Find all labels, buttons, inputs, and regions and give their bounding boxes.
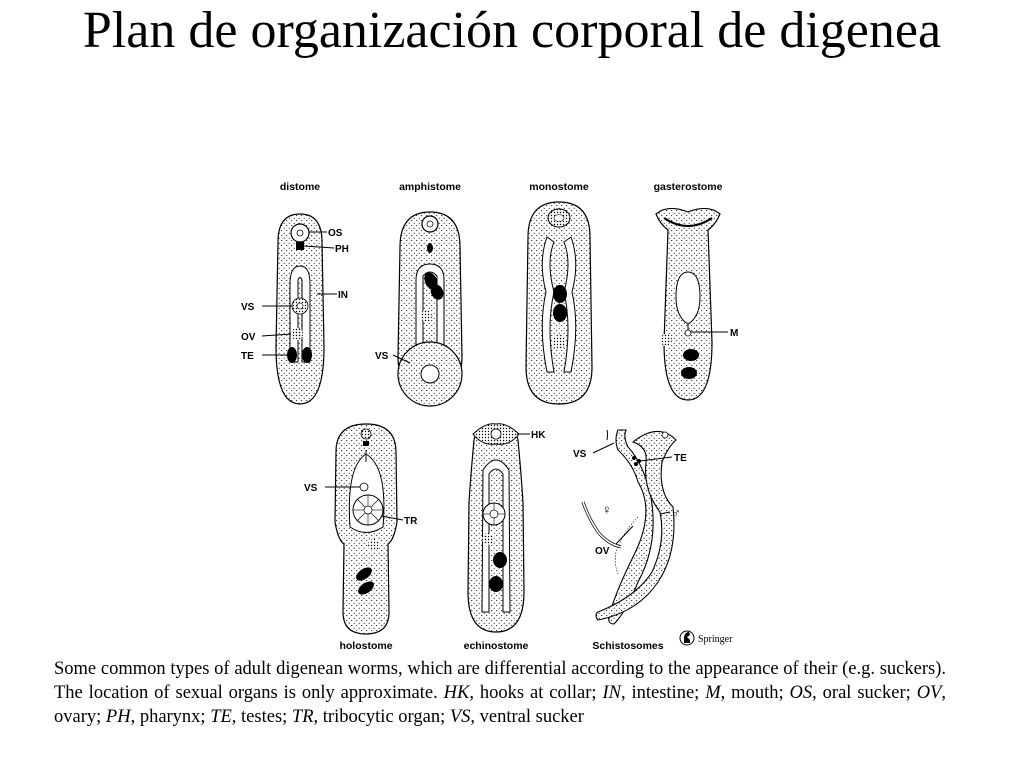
caption-definition: , ventral sucker [470, 707, 584, 727]
schistosome-male [608, 429, 654, 625]
caption-abbr: TR [291, 707, 314, 727]
caption-definition: , tribocytic organ; [313, 707, 450, 727]
echinostome-oral-sucker [490, 428, 502, 440]
distome-title: distome [280, 181, 320, 193]
schistosome-testis [632, 456, 636, 460]
amphistome-title: amphistome [399, 181, 461, 193]
holostome-testis [356, 567, 372, 581]
holostome-ovary [368, 539, 380, 551]
schistosomes-diagram: Schistosomes VS TE ♀ ♂ OV [573, 429, 687, 652]
echinostome-diagram: echinostome HK [464, 423, 546, 652]
page-title: Plan de organización corporal de digenea [82, 2, 942, 59]
distome-testis [287, 347, 297, 363]
schistosome-testis [634, 462, 638, 466]
gasterostome-title: gasterostome [654, 181, 723, 193]
springer-logo: Springer [679, 630, 733, 646]
distome-diagram: distome OS PH IN VS OV TE [241, 181, 349, 405]
label-hk: HK [531, 430, 546, 441]
caption-abbr: HK [443, 683, 470, 703]
echinostome-testis [493, 552, 507, 568]
caption-abbr: IN [602, 683, 621, 703]
caption-definition: , intestine; [620, 683, 706, 703]
male-symbol: ♂ [671, 505, 681, 520]
caption-definition: , hooks at collar; [469, 683, 603, 703]
caption-definition: , ovary; [54, 683, 946, 727]
monostome-testis [553, 285, 567, 303]
holostome-pharynx [363, 441, 369, 446]
monostome-intestine-left [541, 236, 555, 373]
figure-caption: Some common types of adult digenean worm… [54, 657, 946, 729]
monostome-ovary [552, 335, 566, 349]
amphistome-diagram: amphistome VS [375, 181, 463, 407]
echinostome-intestine [481, 459, 511, 613]
gasterostome-mouth [684, 329, 692, 337]
gasterostome-testis [681, 367, 697, 379]
echinostome-testis [489, 576, 503, 592]
gasterostome-testis [683, 349, 699, 361]
caption-abbr: OV [916, 683, 942, 703]
label-in: IN [338, 290, 348, 301]
holostome-diagram: holostome VS TR [304, 423, 418, 652]
label-vs: VS [375, 351, 389, 362]
schistosome-testis [637, 459, 641, 463]
monostome-intestine-right [563, 236, 577, 373]
label-ov: OV [595, 546, 610, 557]
digenea-body-plans-figure: distome OS PH IN VS OV TE amphistome [238, 172, 758, 652]
holostome-title: holostome [339, 640, 392, 652]
caption-abbr: PH [105, 707, 131, 727]
monostome-diagram: monostome [525, 181, 593, 405]
caption-definition: , oral sucker; [812, 683, 917, 703]
holostome-ventral-sucker [359, 482, 369, 492]
distome-ovary [291, 328, 303, 340]
caption-definition: , mouth; [720, 683, 790, 703]
echinostome-ovary [482, 533, 494, 545]
caption-intro: Some common types of adult digenean worm… [54, 659, 946, 703]
caption-abbr: VS [449, 707, 471, 727]
label-vs: VS [304, 483, 318, 494]
monostome-testis [553, 304, 567, 322]
amphistome-testis [430, 284, 444, 300]
caption-definition: , pharynx; [130, 707, 211, 727]
amphistome-pharynx [427, 243, 433, 253]
label-ov: OV [241, 332, 256, 343]
monostome-body [525, 201, 593, 405]
label-vs: VS [573, 449, 587, 460]
distome-pharynx [296, 242, 304, 250]
echinostome-title: echinostome [464, 640, 529, 652]
caption-abbr: OS [789, 683, 813, 703]
label-os: OS [328, 228, 343, 239]
label-ph: PH [335, 244, 349, 255]
caption-abbr: TE [210, 707, 232, 727]
amphistome-ovary [420, 310, 432, 322]
label-te: TE [241, 351, 254, 362]
schistosome-oral-sucker [661, 431, 669, 439]
schistosomes-title: Schistosomes [592, 640, 663, 652]
label-te: TE [674, 453, 687, 464]
distome-testis [302, 347, 312, 363]
monostome-title: monostome [529, 181, 589, 193]
caption-abbr: M [705, 683, 721, 703]
schistosome-female-pair [595, 430, 677, 621]
female-symbol: ♀ [602, 502, 612, 517]
holostome-testis [358, 581, 374, 595]
holostome-oral-sucker [360, 428, 372, 440]
caption-definition: , testes; [231, 707, 292, 727]
gasterostome-ovary [660, 334, 672, 346]
springer-wordmark: Springer [698, 634, 733, 645]
label-vs: VS [241, 302, 255, 313]
gasterostome-rhynchus [663, 217, 713, 227]
label-m: M [730, 328, 738, 339]
gasterostome-diagram: gasterostome M [654, 181, 738, 401]
label-tr: TR [404, 516, 418, 527]
